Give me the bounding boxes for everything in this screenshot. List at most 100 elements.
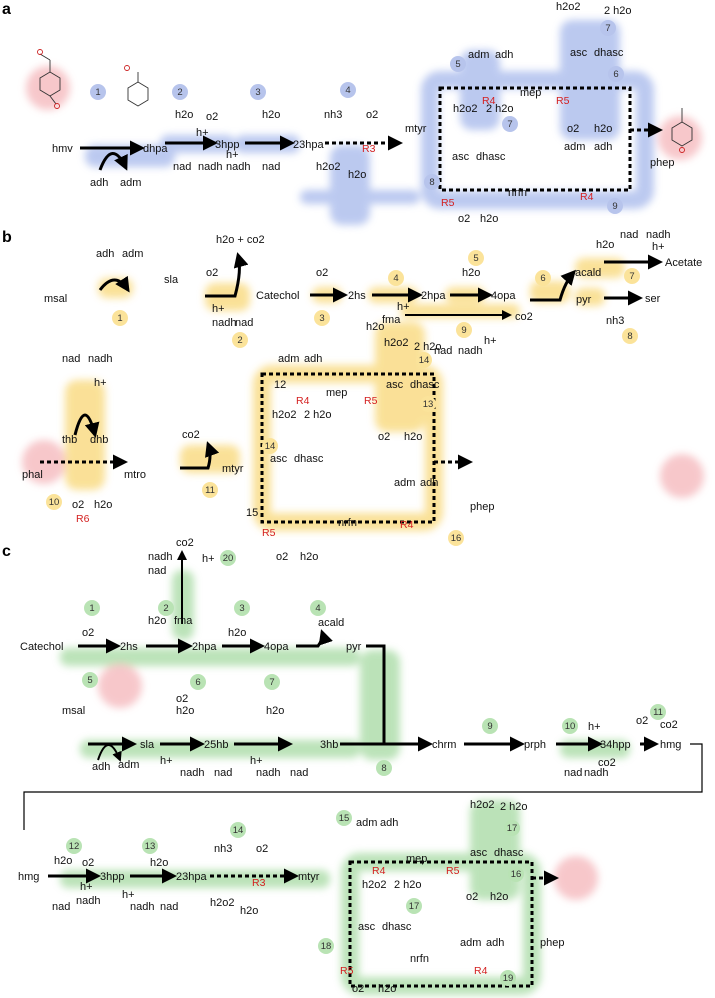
panel-b-letter: b xyxy=(2,229,12,246)
adm-label-a9: adm xyxy=(564,141,585,153)
o2-label-c1: o2 xyxy=(82,627,94,639)
hplus-label-c20: h+ xyxy=(202,553,215,565)
step-b1-badge xyxy=(112,310,128,326)
adm-label-b1: adm xyxy=(122,248,143,260)
co2-label-b9: co2 xyxy=(515,311,533,323)
step-c12: 12 xyxy=(69,841,80,852)
adh-label-c19: adh xyxy=(486,937,504,949)
o2-label-c16: o2 xyxy=(466,891,478,903)
catechol-label-c: Catechol xyxy=(20,641,63,653)
step-a1-badge xyxy=(90,84,106,100)
step-b9-badge xyxy=(456,322,472,338)
step-b4: 4 xyxy=(393,273,398,284)
step-b6: 6 xyxy=(540,273,545,284)
arrow-c4 xyxy=(296,629,333,648)
23hpa-label-c: 23hpa xyxy=(176,871,207,883)
h2o-label-c16: h2o xyxy=(490,891,508,903)
phep-label-b: phep xyxy=(470,501,494,513)
h2o-label-c14: h2o xyxy=(240,905,258,917)
step-b10-badge xyxy=(46,494,62,510)
h2o2-label-b-mid: h2o2 xyxy=(272,409,296,421)
mtyr-label-a: mtyr xyxy=(405,123,427,135)
asc-label-b-top: asc xyxy=(386,379,404,391)
h2o-label-a8: h2o xyxy=(480,213,498,225)
nadh-label-a3: nadh xyxy=(226,161,250,173)
asc-label-b-mid: asc xyxy=(270,453,288,465)
step-b3: 3 xyxy=(319,313,324,324)
adm-label-c15: adm xyxy=(356,817,377,829)
h2o-label-b4: h2o xyxy=(366,321,384,333)
step-c12-badge xyxy=(66,838,82,854)
nadh-label-b9: nadh xyxy=(458,345,482,357)
r5-label-a-bottom: R5 xyxy=(441,197,455,209)
hplus-label-b7: h+ xyxy=(652,241,665,253)
step-c19-badge xyxy=(500,970,516,986)
step-b2-badge xyxy=(232,332,248,348)
adm-label-a5: adm xyxy=(468,49,489,61)
nad-label-c20: nad xyxy=(148,565,166,577)
nad-label-c13: nad xyxy=(160,901,178,913)
ser-label-b: ser xyxy=(645,293,661,305)
step-b8-badge xyxy=(622,328,638,344)
step-b1: 1 xyxy=(117,313,122,324)
r5-label-c-bottom: R5 xyxy=(340,965,354,977)
nad-label-c12: nad xyxy=(52,901,70,913)
pyr-label-c: pyr xyxy=(346,641,362,653)
nadh-label-b7: nadh xyxy=(646,229,670,241)
h2o-label-b10: h2o xyxy=(94,499,112,511)
nad-label-b2: nad xyxy=(235,317,253,329)
nadh-label-c13: nadh xyxy=(130,901,154,913)
r3-label-c: R3 xyxy=(252,877,266,889)
dhpa-molecule xyxy=(124,65,149,107)
3hb-label-c: 3hb xyxy=(320,739,338,751)
co2-label-c20: co2 xyxy=(176,537,194,549)
h2o2-label-c17: h2o2 xyxy=(470,799,494,811)
2hs-label-b: 2hs xyxy=(348,290,366,302)
step-b5: 5 xyxy=(473,253,478,264)
h2o-label-b15: h2o xyxy=(300,551,318,563)
panel-c: c co2 nadh nad h+ 20 1 Catechol o2 2hs 2… xyxy=(2,537,703,995)
step-b6-badge xyxy=(535,270,551,286)
nadh-label-b10: nadh xyxy=(88,353,112,365)
asc-label-c-top: asc xyxy=(470,847,488,859)
branch-box-a xyxy=(438,86,632,192)
hplus-label-a2: h+ xyxy=(196,127,209,139)
asc-label-a-mid: asc xyxy=(452,151,470,163)
r4-label-c-top: R4 xyxy=(372,865,386,877)
step-c8: 8 xyxy=(381,763,386,774)
dhasc-label-a-top: dhasc xyxy=(594,47,624,59)
nh3-label-c14: nh3 xyxy=(214,843,232,855)
step-b13: 13 xyxy=(423,399,434,410)
h2o-label-a3: h2o xyxy=(262,109,280,121)
hplus-label-c6: h+ xyxy=(160,755,173,767)
hplus-label-b4: h+ xyxy=(397,301,410,313)
hmg-label-c-top: hmg xyxy=(660,739,681,751)
step-b7-badge xyxy=(624,268,640,284)
step-c5: 5 xyxy=(87,675,92,686)
step-c11-badge xyxy=(650,704,666,720)
2h2o-label-c-mid: 2 h2o xyxy=(394,879,422,891)
step-b14b: 14 xyxy=(265,441,276,452)
nrfn-label-a: nrfn xyxy=(508,187,527,199)
4opa-label-c: 4opa xyxy=(264,641,289,653)
nadh-label-c12: nadh xyxy=(76,895,100,907)
dhasc-label-a-mid: dhasc xyxy=(476,151,506,163)
arrow-b6 xyxy=(530,269,577,302)
nadh-label-c20: nadh xyxy=(148,551,172,563)
h2o-label-a6: h2o xyxy=(594,123,612,135)
step-c2-badge xyxy=(158,600,174,616)
step-a3: 3 xyxy=(255,87,260,98)
pyr-label-b: pyr xyxy=(576,294,592,306)
r3-label-a: R3 xyxy=(362,143,376,155)
step-a2: 2 xyxy=(177,87,182,98)
h2o-label-c6: h2o xyxy=(176,705,194,717)
step-c15-badge xyxy=(336,810,352,826)
step-a4-badge xyxy=(340,82,356,98)
step-b8: 8 xyxy=(627,331,632,342)
h2o-label-b5: h2o xyxy=(462,267,480,279)
step-c4: 4 xyxy=(315,603,320,614)
h2o-label-c18: h2o xyxy=(378,983,396,995)
adm-label-b16: adm xyxy=(394,477,415,489)
co2-label-c10: co2 xyxy=(598,757,616,769)
o2-label-c14: o2 xyxy=(256,843,268,855)
